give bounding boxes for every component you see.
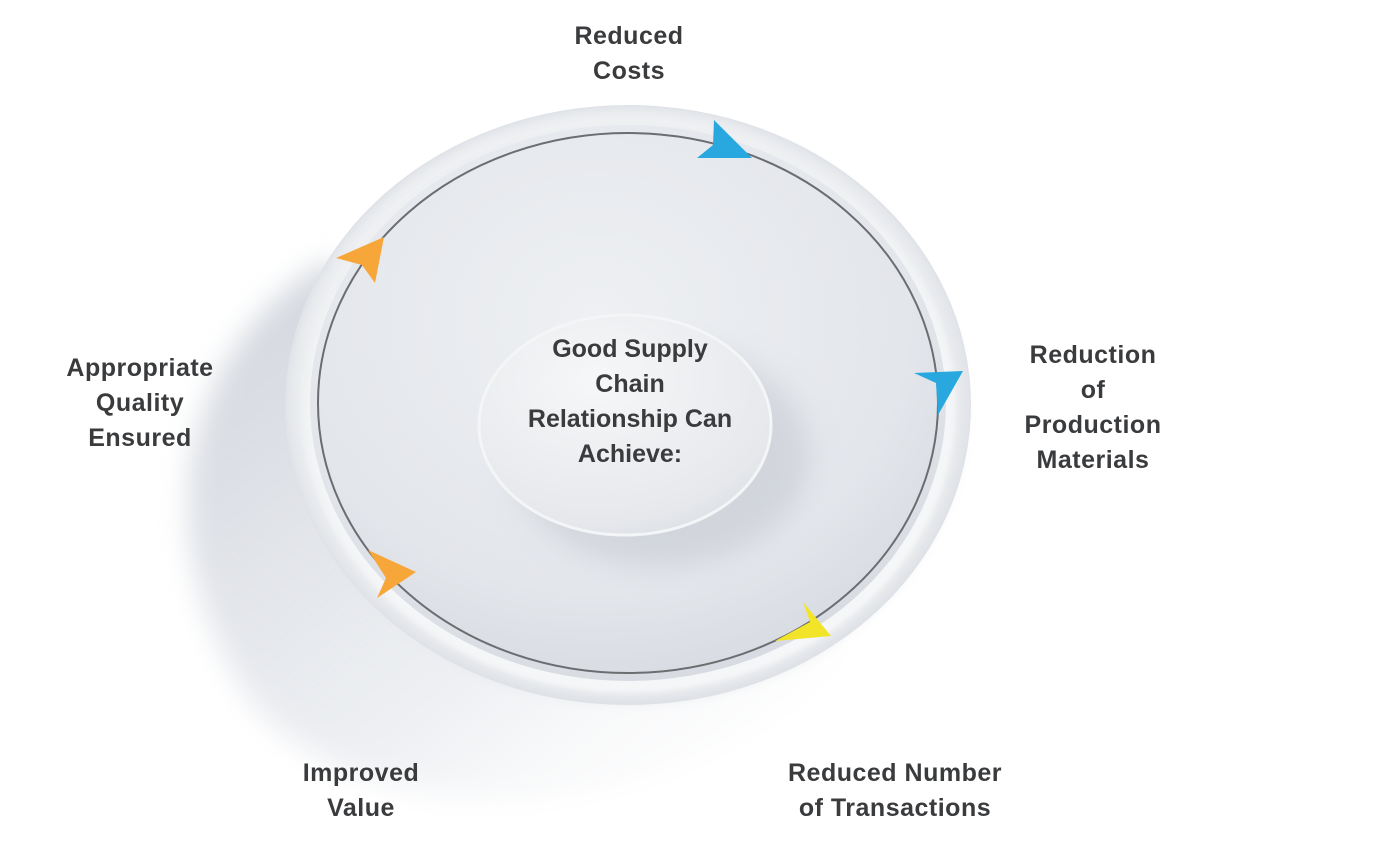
center-title-line: Good Supply [552, 335, 708, 363]
label-line: Production [1024, 411, 1162, 439]
arrow-down-left-icon [775, 602, 831, 641]
label-reduced-costs: Reduced Costs [529, 19, 729, 89]
label-improved-value: Improved Value [261, 756, 461, 826]
arrow-down-icon [914, 371, 963, 415]
center-title-line: Relationship Can [527, 405, 733, 433]
label-line: Improved [302, 759, 420, 787]
center-title-line: Chain [595, 370, 665, 398]
center-title: Good Supply Chain Relationship Can Achie… [480, 332, 780, 472]
label-line: Ensured [88, 424, 192, 452]
label-line: Appropriate [66, 354, 214, 382]
label-appropriate-quality-ensured: Appropriate Quality Ensured [40, 351, 240, 456]
label-line: of Transactions [798, 794, 992, 822]
label-line: of [1080, 376, 1106, 404]
label-line: Costs [593, 57, 665, 85]
center-title-line: Achieve: [577, 440, 683, 468]
label-line: Reduction [1029, 341, 1157, 369]
label-reduced-number-transactions: Reduced Number of Transactions [745, 756, 1045, 826]
label-line: Reduced Number [788, 759, 1002, 787]
label-line: Materials [1036, 446, 1150, 474]
label-line: Value [327, 794, 395, 822]
label-line: Reduced [574, 22, 684, 50]
plate-rim-shade [297, 119, 963, 701]
center-disc [477, 313, 773, 537]
label-reduction-production-materials: Reduction of Production Materials [993, 338, 1193, 478]
arrow-up-right-icon [368, 550, 416, 598]
arrow-up-right-icon [336, 237, 384, 283]
label-line: Quality [95, 389, 185, 417]
arrow-right-icon [697, 120, 752, 158]
